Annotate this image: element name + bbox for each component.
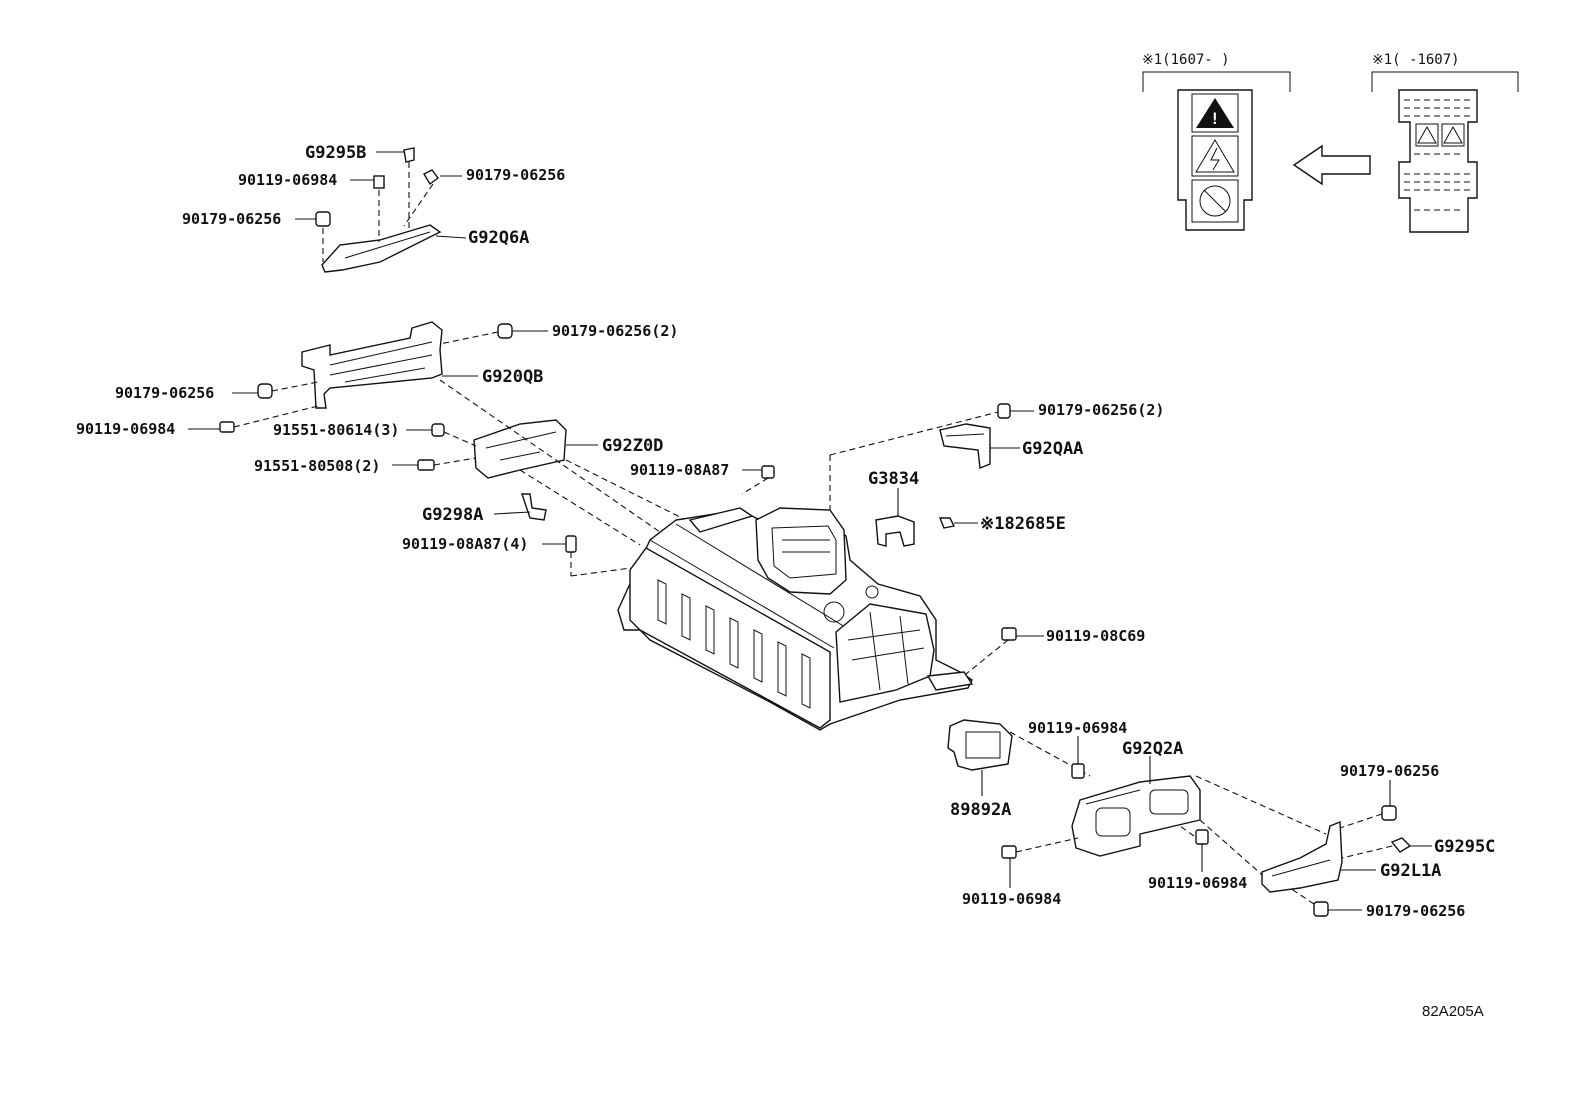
callout-g92q6a: G92Q6A: [468, 228, 529, 248]
nut-90179-06256-2a: [497, 323, 513, 339]
callout-90179-06256-a: 90179-06256: [182, 210, 281, 228]
nut-90179-06256-a: [315, 211, 331, 227]
bolt-group-08a87: 90119-08A87 90119-08A87(4): [402, 461, 775, 576]
callout-g920qb: G920QB: [482, 367, 543, 387]
left-arrow-icon: [1292, 144, 1371, 186]
bracket-g920qb: [301, 321, 443, 409]
cell-slots: [657, 579, 811, 709]
battery-junction-housing: [755, 507, 847, 595]
callout-90119-06984-e: 90119-06984: [1148, 874, 1247, 892]
clip-g9295b: [403, 147, 415, 163]
bracket-g92q2a-group: 90119-06984 G92Q2A 90119-06984 90119-069…: [962, 719, 1247, 908]
new-warning-label: !: [1177, 89, 1253, 231]
inset-new-label: ※1(1607- ): [1142, 52, 1230, 68]
callout-g92l1a: G92L1A: [1380, 861, 1441, 881]
callout-89892a: 89892A: [950, 800, 1011, 820]
callout-90179-06256-2a: 90179-06256(2): [552, 322, 678, 340]
cover-g92l1a-group: G92L1A 90179-06256 G9295C 90179-06256: [1195, 762, 1495, 920]
callout-g92qaa: G92QAA: [1022, 439, 1083, 459]
callout-g92q2a: G92Q2A: [1122, 739, 1183, 759]
callout-90119-08a87: 90119-08A87: [630, 461, 729, 479]
bolt-90119-08a87-4: [565, 535, 577, 553]
battery-assembly: [439, 379, 999, 731]
callout-90179-06256-2b: 90179-06256(2): [1038, 401, 1164, 419]
callout-90179-06256-c: 90179-06256: [115, 384, 214, 402]
bolt-90119-08c69: [1001, 627, 1017, 641]
callout-90119-06984-d: 90119-06984: [962, 890, 1061, 908]
callout-g9295b: G9295B: [305, 143, 366, 163]
bracket-g92qaa-group: 90179-06256(2) G92QAA G3834 ※182685E: [868, 401, 1164, 547]
label-82685e: [938, 517, 956, 529]
bracket-g920qb-group: 90179-06256(2) G920QB 90179-06256 90119-…: [76, 321, 678, 438]
callout-90179-06256-e: 90179-06256: [1366, 902, 1465, 920]
bolt-90119-08a87: [761, 465, 775, 479]
bolt-08c69-group: 90119-08C69: [965, 627, 1145, 675]
label-inset: ※1(1607- ) ※1( -1607) !: [1142, 52, 1519, 233]
callout-g92z0d: G92Z0D: [602, 436, 663, 456]
bracket-g92z0d: [473, 419, 567, 479]
nut-90179-06256-2b: [997, 403, 1011, 419]
relay-g3834: [875, 515, 915, 547]
ecu-89892a-group: 89892A: [947, 719, 1091, 820]
bracket-g92q6a-group: G9295B 90119-06984 90179-06256 90179-062…: [182, 143, 565, 273]
warning-triangle-small-icon: [1417, 125, 1437, 144]
old-warning-label: [1398, 89, 1478, 233]
ecu-89892a: [947, 719, 1013, 771]
bolt-91551-80614: [431, 423, 445, 437]
callout-90119-08c69: 90119-08C69: [1046, 627, 1145, 645]
nut-90179-06256-c: [257, 383, 273, 399]
callout-g3834: G3834: [868, 469, 919, 489]
no-touch-icon: [1199, 185, 1231, 217]
nut-90179-06256-d: [1381, 805, 1397, 821]
bracket-g92qaa: [939, 423, 991, 469]
callout-90119-06984-b: 90119-06984: [76, 420, 175, 438]
bolt-90119-06984-a: [373, 175, 385, 189]
inset-old-label: ※1( -1607): [1372, 52, 1460, 68]
svg-text:!: !: [1210, 109, 1220, 128]
callout-90179-06256-b: 90179-06256: [466, 166, 565, 184]
callout-82685e: ※182685E: [980, 514, 1066, 534]
callout-90179-06256-d: 90179-06256: [1340, 762, 1439, 780]
nut-90179-06256-b: [423, 169, 439, 186]
high-voltage-icon: [1195, 139, 1235, 173]
bolt-90119-06984-c: [1071, 763, 1085, 779]
clamp-g9298a: [521, 493, 547, 521]
bolt-90119-06984-b: [219, 421, 235, 433]
diagram-reference-code: 82A205A: [1422, 1003, 1484, 1020]
callout-g9298a: G9298A: [422, 505, 483, 525]
battery-end-frame: [835, 603, 935, 703]
callout-90119-06984-c: 90119-06984: [1028, 719, 1127, 737]
nut-90179-06256-e: [1313, 901, 1329, 917]
bolt-90119-06984-e: [1195, 829, 1209, 845]
bracket-g92q6a: [321, 224, 442, 273]
callout-91551-80508-2: 91551-80508(2): [254, 457, 380, 475]
warning-triangle-icon: [1196, 98, 1234, 128]
bolt-91551-80508: [417, 459, 435, 471]
bracket-g92q2a: [1071, 775, 1201, 857]
bolt-90119-06984-d: [1001, 845, 1017, 859]
bracket-g92z0d-group: 91551-80614(3) G92Z0D 91551-80508(2) G92…: [254, 419, 663, 525]
high-voltage-small-icon: [1443, 125, 1463, 144]
cover-g92l1a: [1261, 820, 1343, 893]
callout-90119-06984-a: 90119-06984: [238, 171, 337, 189]
callout-g9295c: G9295C: [1434, 837, 1495, 857]
clip-g9295c: [1390, 837, 1412, 853]
callout-90119-08a87-4: 90119-08A87(4): [402, 535, 528, 553]
callout-91551-80614-3: 91551-80614(3): [273, 421, 399, 439]
